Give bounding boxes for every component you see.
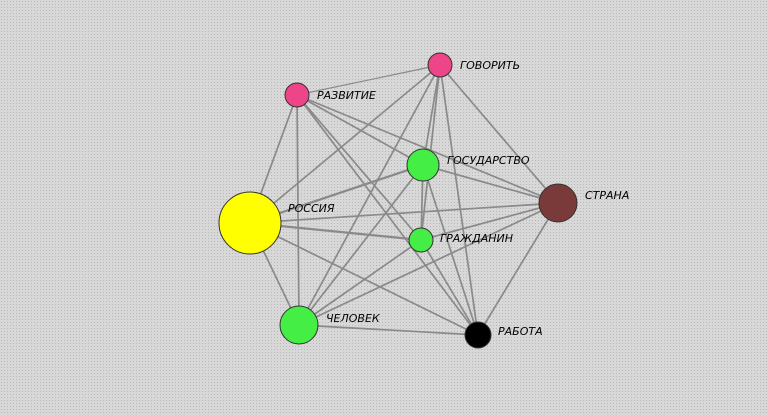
node-strana[interactable] [538,183,578,223]
edge-chelovek-rabota [298,324,479,336]
edge-grazhdanin-rabota [420,239,479,336]
graph-nodes [218,52,578,349]
node-label-razvitie: РАЗВИТИЕ [317,89,376,102]
node-rabota[interactable] [464,321,492,349]
edge-govorit-chelovek [298,64,441,326]
node-label-rabota: РАБОТА [498,325,543,338]
edge-strana-grazhdanin [420,202,559,241]
node-label-rossiya: РОССИЯ [288,202,335,215]
edge-govorit-rossiya [249,64,441,224]
edge-gosudarstvo-strana [422,164,559,204]
edge-gosudarstvo-chelovek [298,164,424,326]
edge-razvitie-strana [296,94,559,204]
edge-grazhdanin-chelovek [298,239,422,326]
edge-razvitie-grazhdanin [296,94,422,241]
edge-gosudarstvo-rabota [422,164,479,336]
graph-labels: ГОВОРИТЬ РАЗВИТИЕ ГОСУДАРСТВО СТРАНА РОССИЯ Г… [288,59,629,338]
node-grazhdanin[interactable] [408,227,434,253]
edge-strana-rabota [477,202,559,336]
node-gosudarstvo[interactable] [406,148,440,182]
edge-govorit-rabota [439,64,479,336]
node-label-govorit: ГОВОРИТЬ [460,59,520,72]
edge-razvitie-rabota [296,94,479,336]
edge-razvitie-gosudarstvo [296,94,424,166]
node-label-chelovek: ЧЕЛОВЕК [326,312,381,325]
node-razvitie[interactable] [284,82,310,108]
edge-razvitie-chelovek [296,94,300,326]
edge-govorit-strana [439,64,559,204]
node-govorit[interactable] [427,52,453,78]
node-label-strana: СТРАНА [585,189,629,202]
node-label-grazhdanin: ГРАЖДАНИН [440,232,513,245]
edge-rossiya-strana [249,202,559,224]
node-rossiya[interactable] [218,191,282,255]
edge-strana-chelovek [298,202,559,326]
node-label-gosudarstvo: ГОСУДАРСТВО [447,154,530,167]
edge-govorit-razvitie [296,64,441,96]
node-chelovek[interactable] [279,305,319,345]
